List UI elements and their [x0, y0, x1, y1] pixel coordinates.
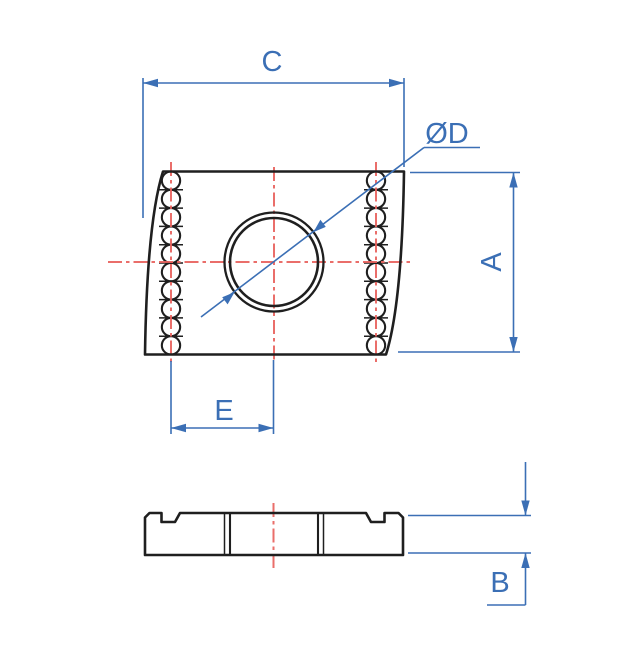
label-b: B: [490, 567, 509, 599]
thread-major-circle: [223, 211, 325, 313]
arrowhead-down-icon: [509, 337, 518, 352]
diameter-leader: ØD: [200, 118, 480, 318]
dimension-e: E: [170, 360, 275, 434]
leader-line: [200, 146, 425, 318]
arrowhead-left-icon: [171, 423, 186, 433]
hole-section-lines: [223, 513, 325, 555]
hole-circle: [228, 216, 320, 308]
tapped-hole: [223, 211, 325, 313]
centerlines-top-view: [108, 162, 412, 365]
dimension-b: B: [408, 462, 531, 606]
side-view: [143, 503, 405, 569]
arrowhead-down-icon: [521, 500, 530, 516]
label-c: C: [262, 46, 283, 78]
arrowhead-right-icon: [258, 423, 274, 433]
part-outline: [143, 170, 406, 356]
dimension-a: A: [398, 171, 520, 353]
arrowhead-up-icon: [509, 172, 518, 188]
arrowhead-up-icon: [521, 553, 530, 568]
label-e: E: [214, 395, 233, 427]
side-outline: [143, 511, 405, 557]
arrowhead-lower-icon: [222, 292, 235, 305]
label-a: A: [476, 252, 508, 272]
top-view: [108, 162, 412, 365]
arrowhead-upper-icon: [313, 219, 326, 233]
dimension-c: C: [142, 46, 405, 218]
arrowhead-left-icon: [143, 78, 158, 88]
label-diameter: ØD: [425, 118, 469, 150]
arrowhead-right-icon: [389, 78, 404, 88]
